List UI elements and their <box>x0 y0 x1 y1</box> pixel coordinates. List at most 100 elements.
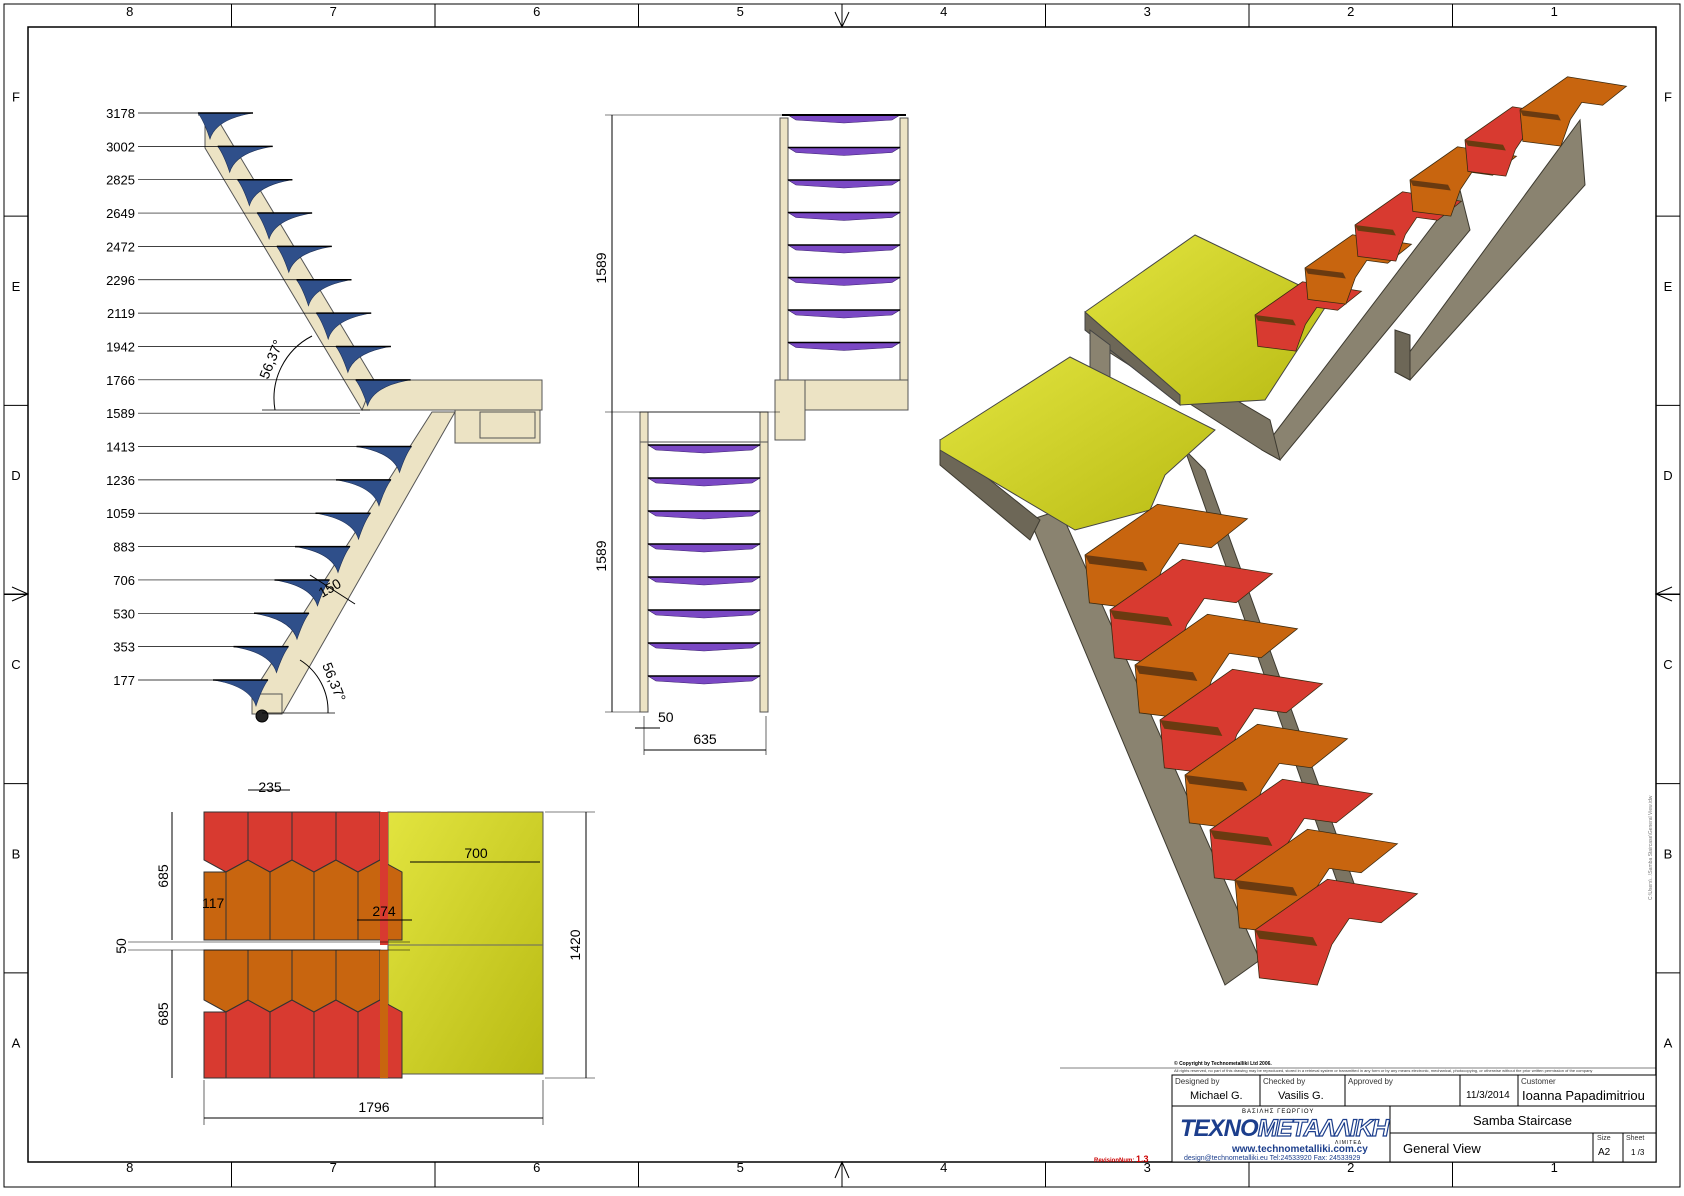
front-view: 1589 1589 50 635 <box>593 114 909 755</box>
tread-bracket <box>315 512 372 541</box>
front-tread <box>786 179 902 189</box>
plan-tread-red <box>247 811 293 873</box>
level-label: 706 <box>113 573 135 588</box>
plan-tread-orange <box>291 949 337 1013</box>
grid-row-label: D <box>1663 468 1672 483</box>
plan-tread-width: 235 <box>258 779 282 795</box>
svg-text:C:\Users\...\Samba Staircase\G: C:\Users\...\Samba Staircase\General Vie… <box>1648 795 1654 900</box>
view-name: General View <box>1403 1141 1481 1156</box>
center-mark-top <box>834 4 850 29</box>
tread-bracket <box>233 646 290 674</box>
company-suffix: ΛΙΜΙΤΕΔ <box>1335 1140 1363 1146</box>
grid-row-label: A <box>12 1035 21 1050</box>
plan-tread-orange <box>335 949 381 1013</box>
front-width-label: 635 <box>693 731 717 747</box>
tread-bracket <box>315 312 372 341</box>
grid-col-label: 3 <box>1144 1160 1151 1175</box>
plan-tread-orange <box>247 949 293 1013</box>
iso-lower-landing <box>939 356 1216 531</box>
tread-bracket <box>256 212 313 241</box>
isometric-view: C:\Users\...\Samba Staircase\General Vie… <box>939 76 1654 986</box>
grid-row-label: E <box>1664 279 1673 294</box>
front-tread <box>646 675 762 685</box>
plan-depth-bottom: 685 <box>155 1002 171 1026</box>
iso-tread <box>1184 723 1349 831</box>
level-label: 1589 <box>106 406 135 421</box>
company-logo-right: ΜΕΤΑΛΛΙΚΗ <box>1257 1114 1390 1142</box>
grid-row-label: C <box>1663 657 1672 672</box>
front-height-upper: 1589 <box>593 252 609 283</box>
grid-col-label: 7 <box>330 1160 337 1175</box>
tread-bracket <box>335 479 392 507</box>
front-tread <box>786 342 902 351</box>
plan-overhang: 117 <box>202 895 225 911</box>
front-tread <box>786 212 902 221</box>
plan-tread-red <box>313 999 359 1079</box>
project-name: Samba Staircase <box>1473 1113 1572 1128</box>
company-logo: TEXNOΜΕΤΑΛΛΙΚΗ <box>1180 1114 1390 1143</box>
plan-tread-red <box>225 999 271 1079</box>
front-tread <box>646 576 762 586</box>
level-label: 177 <box>113 673 135 688</box>
checked-by-label: Checked by <box>1263 1077 1306 1086</box>
tread-bracket <box>356 446 413 474</box>
plan-total-length: 1796 <box>358 1099 389 1115</box>
front-gap-label: 50 <box>658 709 674 725</box>
company-logo-left: TEXNO <box>1180 1115 1259 1142</box>
iso-tread <box>1084 503 1249 611</box>
tread-bracket <box>236 179 293 207</box>
title-block <box>1060 1067 1657 1163</box>
level-label: 1766 <box>106 373 135 388</box>
level-label: 2296 <box>106 273 135 288</box>
plan-tread-red <box>291 811 337 873</box>
plan-tread-orange <box>269 859 315 941</box>
front-tread <box>786 244 902 254</box>
company-website[interactable]: www.technometalliki.com.cy <box>1232 1144 1368 1155</box>
plan-notch: 274 <box>372 903 396 919</box>
sheet-number: 1 /3 <box>1631 1148 1645 1157</box>
tread-bracket <box>295 279 352 307</box>
level-label: 1236 <box>106 473 135 488</box>
grid-col-label: 1 <box>1551 1160 1558 1175</box>
level-label: 3002 <box>106 139 135 154</box>
level-label: 1059 <box>106 506 135 521</box>
approved-by-label: Approved by <box>1348 1077 1393 1086</box>
level-label: 2472 <box>106 239 135 254</box>
grid-row-label: D <box>11 468 20 483</box>
front-tread <box>646 477 762 487</box>
tread-bracket <box>217 146 273 174</box>
grid-col-label: 4 <box>940 4 947 19</box>
plan-tread-red <box>203 811 249 873</box>
level-label: 353 <box>113 640 135 655</box>
iso-tread <box>1519 76 1628 147</box>
grid-row-label: E <box>12 279 21 294</box>
grid-col-label: 3 <box>1144 4 1151 19</box>
plan-landing <box>387 811 544 1075</box>
customer-name: Ioanna Papadimitriou <box>1522 1088 1645 1103</box>
plan-view: 235 685 685 700 117 274 50 1420 1796 <box>113 779 595 1125</box>
sheet-size: A2 <box>1598 1147 1611 1158</box>
tread-bracket <box>274 579 331 607</box>
revision-number: 1.3 <box>1136 1154 1149 1164</box>
front-tread <box>786 114 902 124</box>
plan-tread-orange <box>313 859 359 941</box>
plan-tread-orange <box>203 949 249 1013</box>
level-label: 530 <box>113 606 135 621</box>
grid-col-label: 2 <box>1347 1160 1354 1175</box>
tread-bracket <box>335 346 391 374</box>
iso-tread <box>1134 613 1299 721</box>
level-label: 1413 <box>106 440 135 455</box>
designed-by-label: Designed by <box>1175 1077 1220 1086</box>
grid-col-label: 5 <box>737 1160 744 1175</box>
front-tread <box>646 510 762 520</box>
side-view: 3178300228252649247222962119194217661589… <box>106 106 543 723</box>
plan-tread-orange <box>225 859 271 941</box>
front-tread <box>646 642 762 652</box>
grid-col-label: 8 <box>126 4 133 19</box>
iso-tread <box>1159 668 1324 776</box>
angle-upper-label: 56,37° <box>256 337 286 381</box>
grid-col-label: 2 <box>1347 4 1354 19</box>
size-label: Size <box>1597 1135 1611 1142</box>
